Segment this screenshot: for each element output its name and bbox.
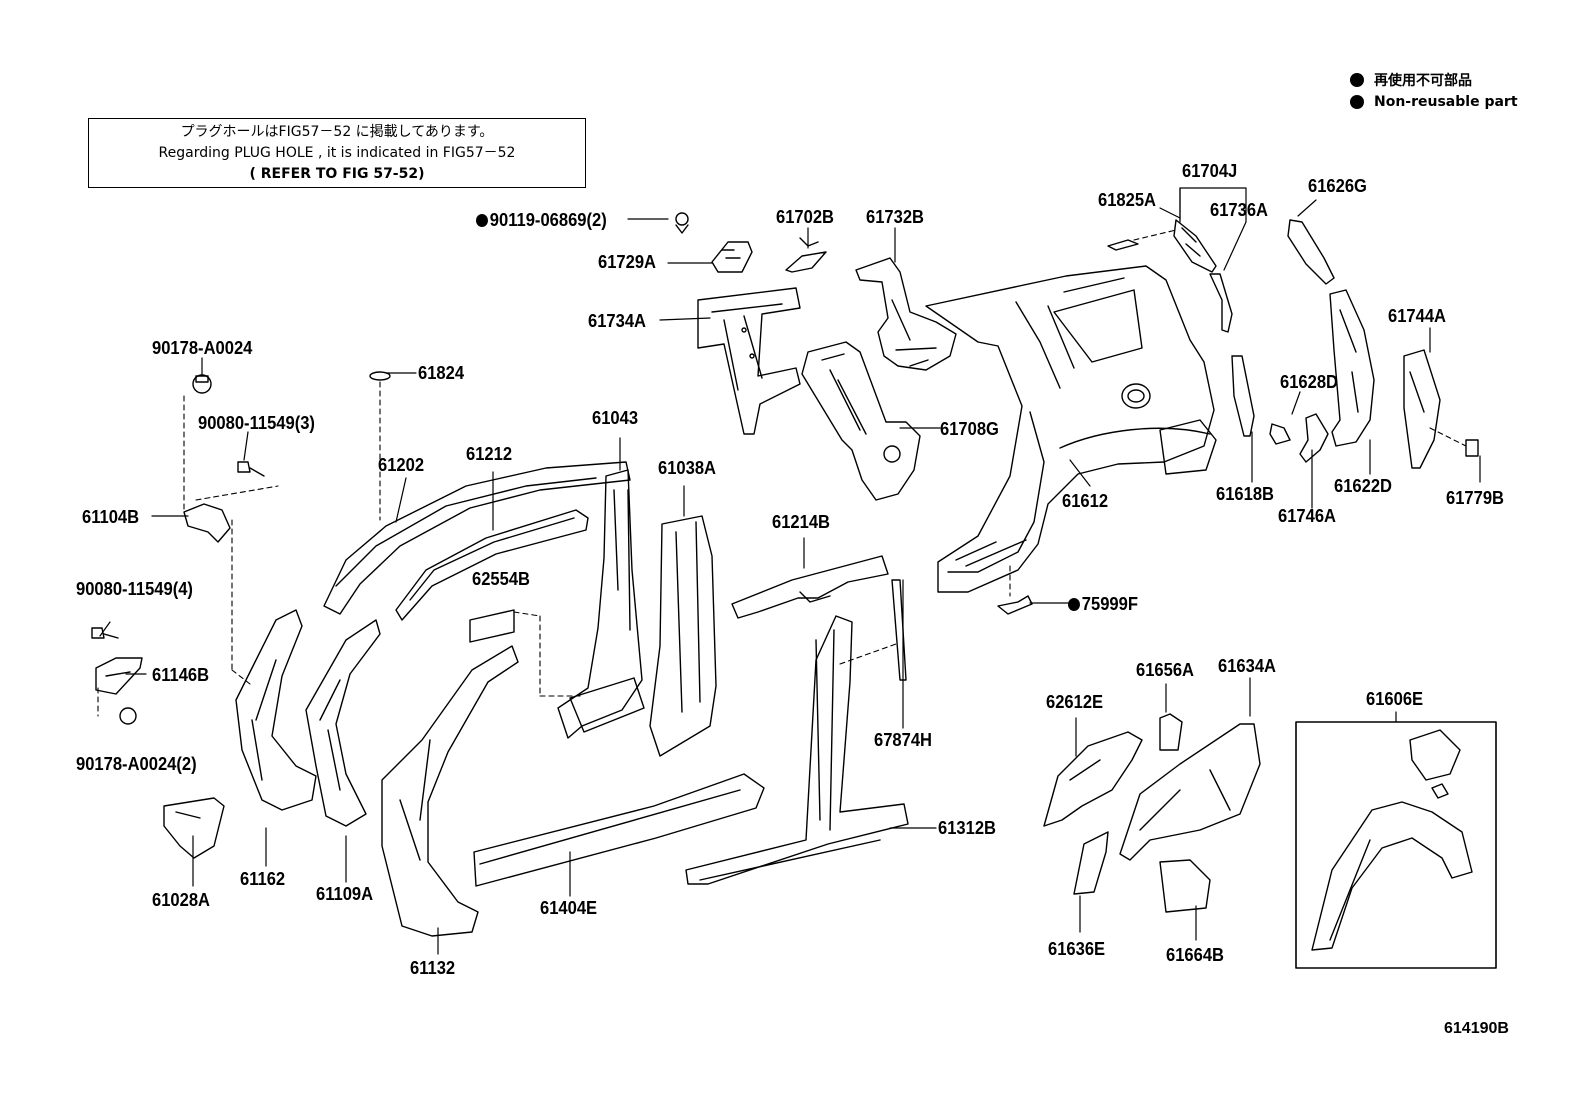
- label-61626G[interactable]: 61626G: [1308, 176, 1367, 196]
- part-61404E: [473, 773, 765, 887]
- part-61312B: [685, 615, 909, 885]
- part-61825A: [1107, 239, 1139, 251]
- part-61043: [557, 469, 645, 739]
- label-61779B[interactable]: 61779B: [1446, 488, 1505, 508]
- label-90178-A0024[interactable]: 90178-A0024: [152, 338, 253, 358]
- label-61043[interactable]: 61043: [592, 408, 639, 428]
- label-61404E[interactable]: 61404E: [540, 898, 598, 918]
- label-61702B[interactable]: 61702B: [776, 207, 835, 227]
- part-75999F: [997, 595, 1033, 615]
- dashed-guides: [97, 229, 1467, 717]
- part-61634A: [1119, 723, 1261, 861]
- label-61312B[interactable]: 61312B: [938, 818, 997, 838]
- label-61212[interactable]: 61212: [466, 444, 513, 464]
- label-61146B[interactable]: 61146B: [152, 665, 210, 685]
- legend-en-text: Non-reusable part: [1374, 94, 1518, 110]
- label-61634A[interactable]: 61634A: [1218, 656, 1277, 676]
- label-90080-11549-3[interactable]: 90080-11549(3): [198, 413, 315, 433]
- label-61612[interactable]: 61612: [1062, 491, 1109, 511]
- note-line-en: Regarding PLUG HOLE , it is indicated in…: [158, 145, 516, 161]
- label-61214B[interactable]: 61214B: [772, 512, 831, 532]
- label-61708G[interactable]: 61708G: [940, 419, 999, 439]
- bracket-61702B: [785, 237, 827, 273]
- legend-en: Non-reusable part: [1350, 94, 1518, 110]
- part-61636E: [1073, 831, 1109, 895]
- label-61825A[interactable]: 61825A: [1098, 190, 1157, 210]
- part-61746A: [1299, 413, 1329, 463]
- part-61038A: [649, 515, 717, 757]
- label-61746A[interactable]: 61746A: [1278, 506, 1337, 526]
- part-61146B: [95, 657, 143, 695]
- non-reusable-dot-icon: [1350, 73, 1364, 87]
- label-61656A[interactable]: 61656A: [1136, 660, 1195, 680]
- non-reusable-dot-icon: [1068, 598, 1080, 611]
- label-61038A[interactable]: 61038A: [658, 458, 717, 478]
- label-90080-11549-4[interactable]: 90080-11549(4): [76, 579, 193, 599]
- part-61612: [925, 265, 1217, 593]
- label-62612E[interactable]: 62612E: [1046, 692, 1104, 712]
- part-61028A: [163, 797, 225, 859]
- note-line-jp: プラグホールはFIG57－52 に掲載してあります。: [180, 124, 494, 140]
- part-62554B: [469, 609, 515, 643]
- label-61104B[interactable]: 61104B: [82, 507, 140, 527]
- label-90178-A0024-2[interactable]: 90178-A0024(2): [76, 754, 197, 774]
- part-61744A: [1403, 349, 1441, 469]
- label-61732B[interactable]: 61732B: [866, 207, 925, 227]
- part-61626G: [1287, 219, 1335, 285]
- label-75999F[interactable]: 75999F: [1068, 594, 1138, 614]
- part-61708G: [801, 341, 921, 501]
- legend-jp: 再使用不可部品: [1350, 70, 1472, 90]
- fasteners: [91, 212, 1479, 725]
- label-61704J[interactable]: 61704J: [1182, 161, 1238, 181]
- label-61162[interactable]: 61162: [240, 869, 286, 889]
- part-61734A: [697, 287, 801, 435]
- part-61628D: [1269, 423, 1291, 445]
- label-61618B[interactable]: 61618B: [1216, 484, 1275, 504]
- legend-jp-text: 再使用不可部品: [1374, 73, 1472, 89]
- part-61656A: [1159, 713, 1183, 751]
- label-62554B[interactable]: 62554B: [472, 569, 531, 589]
- label-61622D[interactable]: 61622D: [1334, 476, 1393, 496]
- label-61202[interactable]: 61202: [378, 455, 425, 475]
- part-61109A: [305, 619, 381, 827]
- label-61628D[interactable]: 61628D: [1280, 372, 1339, 392]
- part-61606E-box: [1295, 721, 1497, 969]
- part-61202: [323, 461, 631, 615]
- non-reusable-dot-icon: [1350, 95, 1364, 109]
- label-61824[interactable]: 61824: [418, 363, 465, 383]
- part-61214B: [731, 555, 889, 619]
- part-61104B: [183, 503, 231, 543]
- label-61744A[interactable]: 61744A: [1388, 306, 1447, 326]
- note-line-refer: ( REFER TO FIG 57-52): [249, 166, 425, 182]
- label-61729A[interactable]: 61729A: [598, 252, 657, 272]
- part-61618B: [1231, 355, 1255, 437]
- part-62612E: [1043, 731, 1143, 827]
- figure-id: 614190B: [1444, 1020, 1509, 1037]
- plug-hole-note: プラグホールはFIG57－52 に掲載してあります。 Regarding PLU…: [88, 118, 586, 188]
- label-67874H[interactable]: 67874H: [874, 730, 933, 750]
- part-61736A: [1209, 273, 1233, 333]
- label-61132[interactable]: 61132: [410, 958, 456, 978]
- part-61622D: [1329, 289, 1375, 447]
- part-61732B: [855, 257, 957, 371]
- non-reusable-dot-icon: [476, 214, 488, 227]
- part-61664B: [1159, 859, 1211, 913]
- bracket-61729A: [711, 241, 753, 273]
- leader-lines: [99, 187, 1481, 955]
- label-61736A[interactable]: 61736A: [1210, 200, 1269, 220]
- part-61212: [395, 509, 589, 621]
- label-90119-06869[interactable]: 90119-06869(2): [476, 210, 607, 230]
- label-61734A[interactable]: 61734A: [588, 311, 647, 331]
- part-61132: [381, 645, 519, 937]
- label-61606E[interactable]: 61606E: [1366, 689, 1424, 709]
- part-61162: [235, 609, 317, 811]
- label-61636E[interactable]: 61636E: [1048, 939, 1106, 959]
- part-67874H: [891, 579, 907, 681]
- label-61664B[interactable]: 61664B: [1166, 945, 1225, 965]
- label-61028A[interactable]: 61028A: [152, 890, 211, 910]
- part-61704J: [1173, 219, 1217, 273]
- label-61109A[interactable]: 61109A: [316, 884, 374, 904]
